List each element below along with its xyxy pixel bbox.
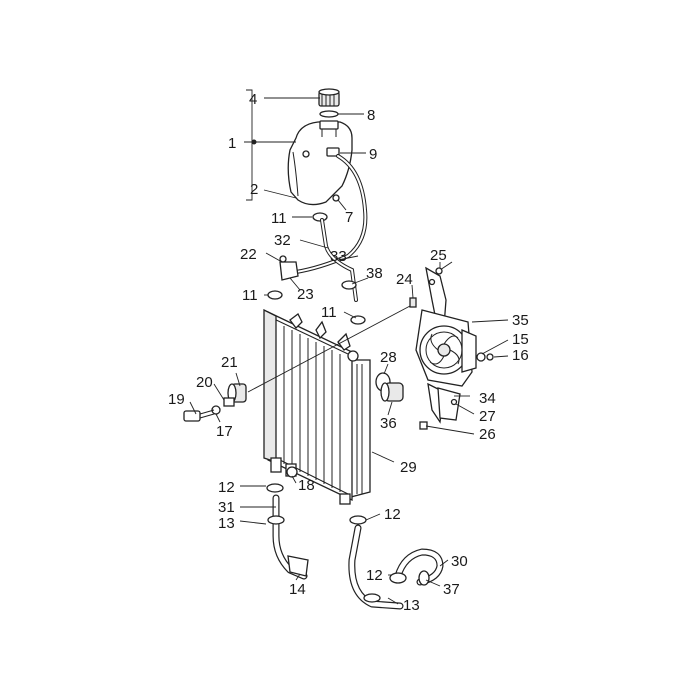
spacer bbox=[223, 397, 235, 407]
callout-label: 32 bbox=[274, 232, 291, 249]
callout-label: 18 bbox=[298, 477, 315, 494]
callout-label: 12 bbox=[366, 567, 383, 584]
hose-clamp bbox=[363, 593, 381, 603]
left-mount-hardware bbox=[183, 383, 247, 422]
callout-label: 16 bbox=[512, 347, 529, 364]
callout-label: 11 bbox=[242, 287, 258, 304]
hose-clamp bbox=[349, 515, 367, 525]
callout-label: 11 bbox=[321, 304, 337, 321]
cap-gasket bbox=[319, 110, 339, 118]
lower-hoses bbox=[266, 483, 444, 610]
hose-clamp bbox=[267, 290, 283, 300]
hose-clamp bbox=[350, 315, 366, 325]
callout-label: 17 bbox=[216, 423, 233, 440]
hose-clamp bbox=[267, 515, 285, 525]
mount-bolt bbox=[183, 409, 215, 422]
callout-label: 15 bbox=[512, 331, 529, 348]
callout-label: 14 bbox=[289, 581, 306, 598]
expansion-tank-assembly bbox=[287, 88, 353, 222]
callout-label: 35 bbox=[512, 312, 529, 329]
callout-label: 9 bbox=[369, 146, 377, 163]
callout-label: 20 bbox=[196, 374, 213, 391]
callout-label: 34 bbox=[479, 390, 496, 407]
hose-clamp bbox=[418, 570, 430, 586]
callout-label: 33 bbox=[330, 248, 347, 265]
fan-assembly bbox=[409, 261, 494, 430]
callout-label: 36 bbox=[380, 415, 397, 432]
callout-label: 2 bbox=[250, 181, 258, 198]
hose-clamp bbox=[312, 212, 328, 222]
tank-screw bbox=[332, 194, 347, 211]
hose-clamp bbox=[389, 572, 407, 584]
callout-label: 29 bbox=[400, 459, 417, 476]
callout-label: 26 bbox=[479, 426, 496, 443]
callout-label: 8 bbox=[367, 107, 375, 124]
leader-lines bbox=[189, 89, 509, 605]
callout-label: 28 bbox=[380, 349, 397, 366]
callout-label: 30 bbox=[451, 553, 468, 570]
callout-label: 13 bbox=[218, 515, 235, 532]
callout-label: 23 bbox=[297, 286, 314, 303]
callout-label: 13 bbox=[403, 597, 420, 614]
callout-label: 22 bbox=[240, 246, 257, 263]
callout-label: 12 bbox=[384, 506, 401, 523]
filler-plug bbox=[380, 382, 404, 402]
callout-label: 24 bbox=[396, 271, 413, 288]
hose-clamp bbox=[266, 483, 284, 493]
upper-hoses bbox=[267, 154, 368, 325]
callout-label: 11 bbox=[271, 210, 287, 227]
callout-label: 31 bbox=[218, 499, 235, 516]
callout-label: 1 bbox=[228, 135, 236, 152]
callout-label: 25 bbox=[430, 247, 447, 264]
callout-label: 27 bbox=[479, 408, 496, 425]
callout-label: 21 bbox=[221, 354, 238, 371]
callout-label: 38 bbox=[366, 265, 383, 282]
callout-label: 4 bbox=[249, 91, 257, 108]
callout-label: 12 bbox=[218, 479, 235, 496]
radiator bbox=[263, 308, 371, 505]
callout-label: 7 bbox=[345, 209, 353, 226]
expansion-tank bbox=[287, 120, 353, 206]
hose-connector bbox=[279, 261, 299, 281]
callout-label: 19 bbox=[168, 391, 185, 408]
hose-clip bbox=[341, 280, 357, 290]
callout-label: 37 bbox=[443, 581, 460, 598]
tank-cap bbox=[318, 88, 340, 107]
callout-labels: 1 2 4 7 8 9 11 11 11 11 12 12 12 13 13 1… bbox=[168, 91, 529, 614]
